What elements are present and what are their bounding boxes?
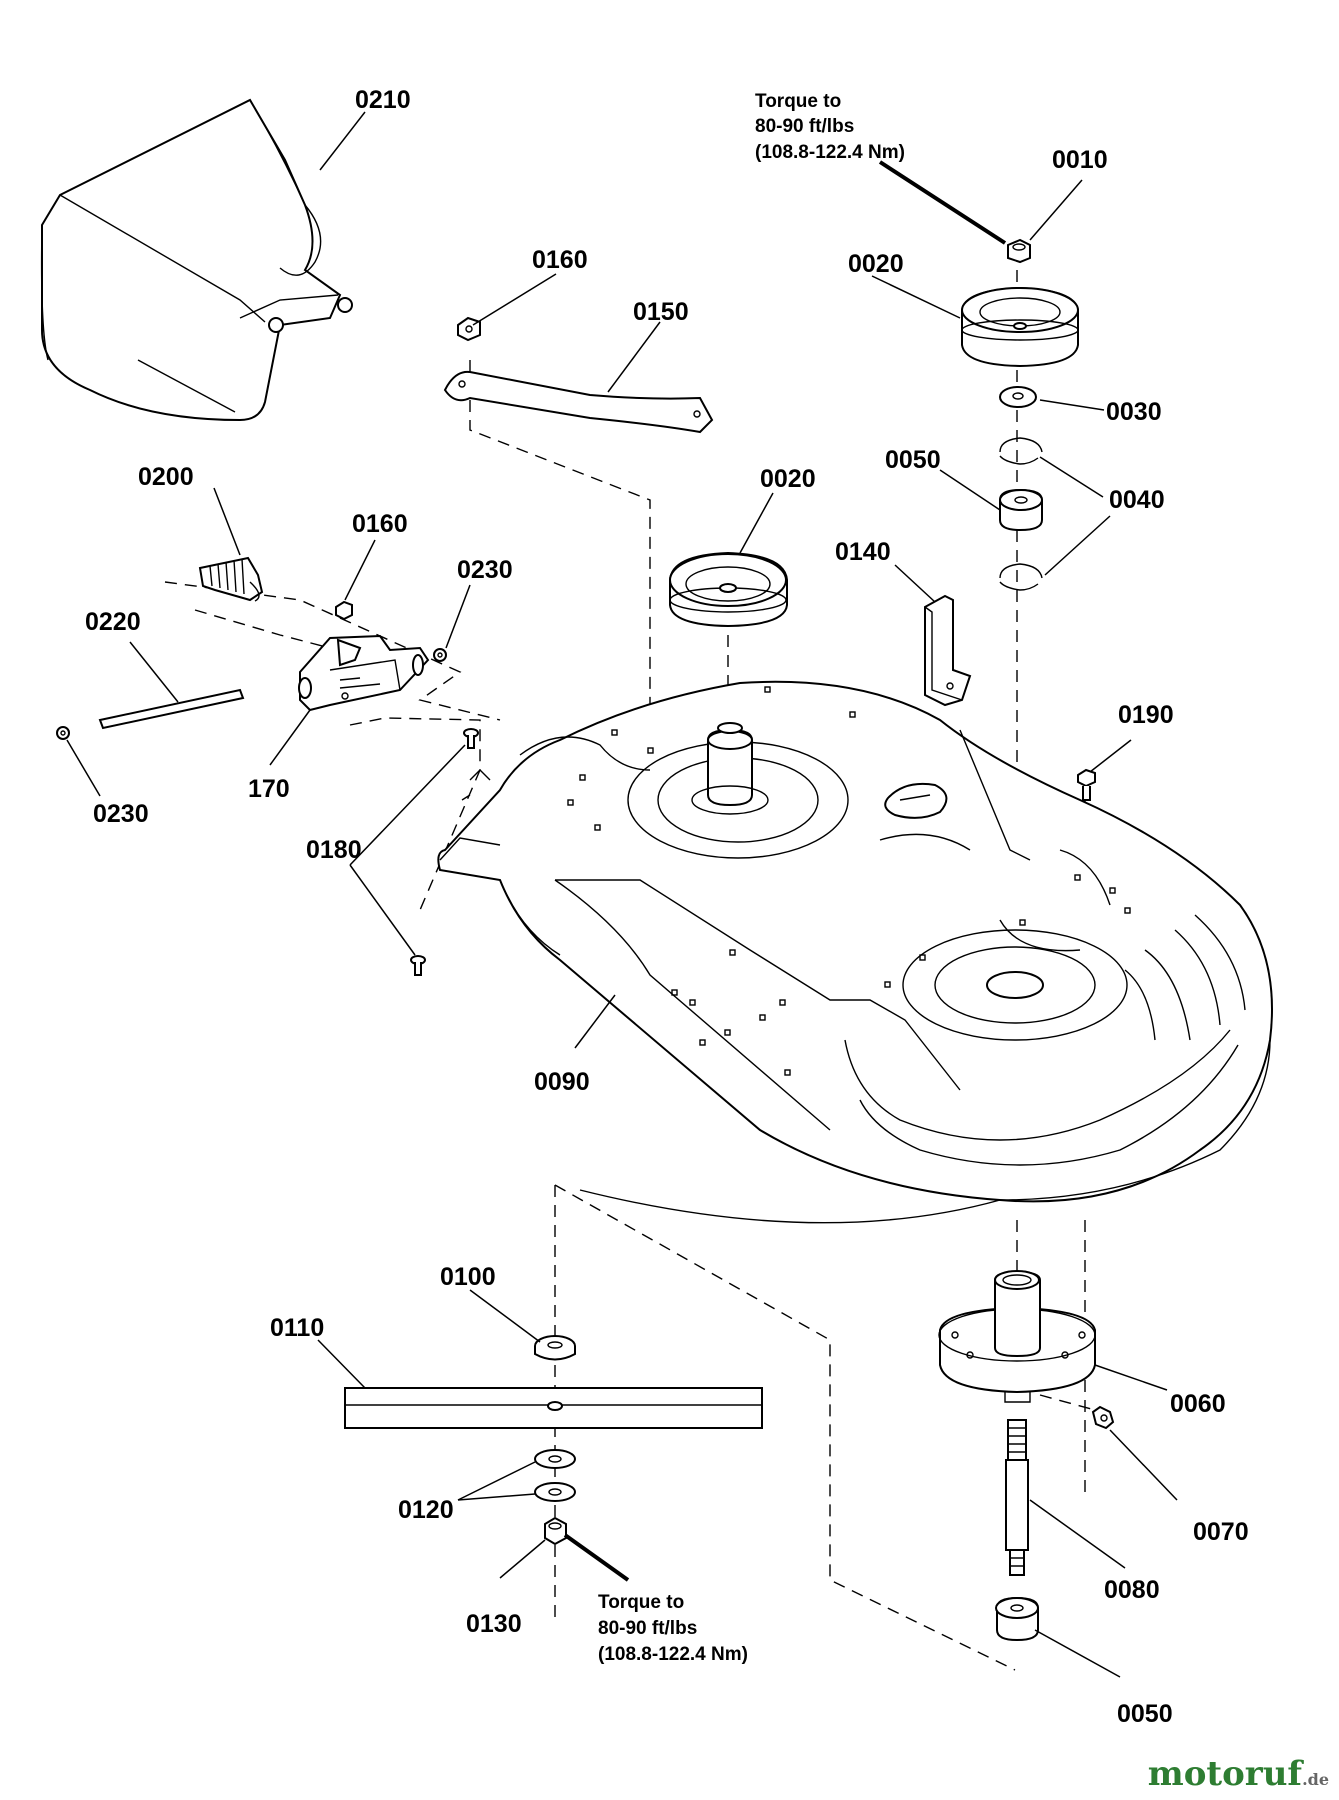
label-0100: 0100 bbox=[440, 1263, 496, 1291]
part-0120-washer-upper bbox=[534, 1449, 576, 1469]
torque-note-bottom: Torque to 80-90 ft/lbs (108.8-122.4 Nm) bbox=[598, 1592, 748, 1665]
label-0120: 0120 bbox=[398, 1496, 454, 1524]
label-0050: 0050 bbox=[885, 446, 941, 474]
watermark-domain: .de bbox=[1302, 1770, 1329, 1789]
label-0160: 0160 bbox=[532, 246, 588, 274]
part-0230-clip-right bbox=[433, 648, 447, 662]
part-0100-blade-adapter bbox=[534, 1335, 576, 1361]
part-0160-nut-left bbox=[335, 600, 353, 621]
part-0080-spindle-shaft bbox=[1005, 1419, 1029, 1576]
label-0180: 0180 bbox=[306, 836, 362, 864]
part-0130-blade-nut bbox=[544, 1516, 567, 1546]
part-0060-spindle-housing bbox=[938, 1270, 1096, 1403]
label-0040: 0040 bbox=[1109, 486, 1165, 514]
torque-note-bottom-line2: 80-90 ft/lbs bbox=[598, 1618, 697, 1639]
part-0040-retaining-ring-bottom bbox=[999, 563, 1043, 591]
watermark-brand: motoruf bbox=[1147, 1754, 1303, 1794]
torque-note-top-line2: 80-90 ft/lbs bbox=[755, 116, 854, 137]
part-0010-nut bbox=[1007, 238, 1031, 264]
part-0090-mower-deck bbox=[437, 680, 1273, 1224]
part-0180-screw-upper bbox=[463, 728, 479, 749]
torque-note-top: Torque to 80-90 ft/lbs (108.8-122.4 Nm) bbox=[755, 91, 905, 163]
label-0200: 0200 bbox=[138, 463, 194, 491]
label-0090: 0090 bbox=[534, 1068, 590, 1096]
part-0050-bearing-top bbox=[999, 488, 1043, 532]
torque-note-top-line3: (108.8-122.4 Nm) bbox=[755, 142, 905, 163]
watermark-logo: motoruf.de bbox=[1148, 1754, 1329, 1794]
label-0080: 0080 bbox=[1104, 1576, 1160, 1604]
label-0210: 0210 bbox=[355, 86, 411, 114]
label-0070: 0070 bbox=[1193, 1518, 1249, 1546]
label-0050: 0050 bbox=[1117, 1700, 1173, 1728]
part-0110-blade bbox=[344, 1387, 763, 1429]
label-0230: 0230 bbox=[93, 800, 149, 828]
part-0190-bolt bbox=[1077, 768, 1096, 801]
label-0010: 0010 bbox=[1052, 146, 1108, 174]
part-0140-bracket bbox=[924, 594, 972, 707]
part-0200-spring bbox=[198, 556, 264, 602]
label-0030: 0030 bbox=[1106, 398, 1162, 426]
label-0150: 0150 bbox=[633, 298, 689, 326]
label-0190: 0190 bbox=[1118, 701, 1174, 729]
part-0040-retaining-ring-top bbox=[999, 437, 1043, 465]
label-170: 170 bbox=[248, 775, 290, 803]
leader-lines bbox=[66, 111, 1178, 1678]
label-0020: 0020 bbox=[760, 465, 816, 493]
part-labels: 0210 0160 0150 0010 0020 0030 0050 0040 … bbox=[85, 86, 1249, 1728]
label-0130: 0130 bbox=[466, 1610, 522, 1638]
label-0020: 0020 bbox=[848, 250, 904, 278]
label-0140: 0140 bbox=[835, 538, 891, 566]
part-0020-pulley-center bbox=[669, 551, 788, 628]
part-0020-pulley-top bbox=[961, 286, 1079, 368]
torque-note-bottom-line1: Torque to bbox=[598, 1592, 684, 1613]
label-0110: 0110 bbox=[270, 1314, 324, 1342]
part-0210-deflector bbox=[40, 98, 353, 422]
part-170-deflector-bracket bbox=[298, 634, 430, 712]
label-0160: 0160 bbox=[352, 510, 408, 538]
part-0230-clip-left bbox=[56, 726, 70, 740]
torque-arrows bbox=[563, 160, 1007, 1582]
part-0120-washer-lower bbox=[534, 1482, 576, 1502]
part-0220-pivot-rod bbox=[98, 688, 245, 730]
part-0150-belt-keeper bbox=[443, 370, 714, 434]
label-0230: 0230 bbox=[457, 556, 513, 584]
part-0050-bearing-bottom bbox=[995, 1596, 1039, 1642]
torque-note-top-line1: Torque to bbox=[755, 91, 841, 112]
part-0160-nut-top bbox=[457, 316, 481, 342]
part-0070-grease-fitting bbox=[1091, 1405, 1115, 1430]
torque-note-bottom-line3: (108.8-122.4 Nm) bbox=[598, 1644, 748, 1665]
label-0060: 0060 bbox=[1170, 1390, 1226, 1418]
label-0220: 0220 bbox=[85, 608, 141, 636]
part-0030-washer bbox=[999, 386, 1037, 408]
part-0180-screw-lower bbox=[410, 955, 426, 976]
